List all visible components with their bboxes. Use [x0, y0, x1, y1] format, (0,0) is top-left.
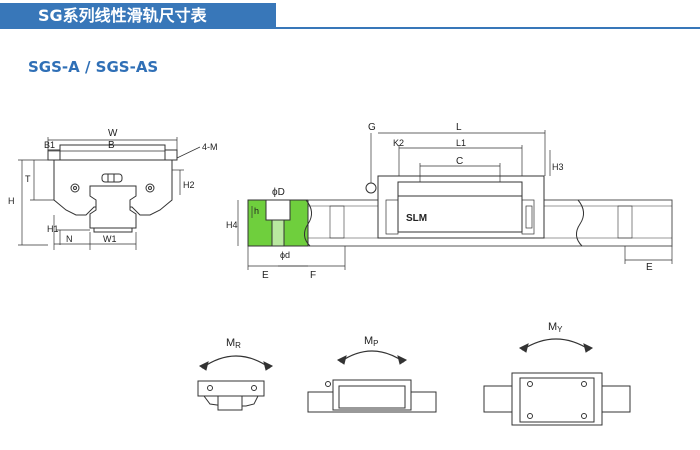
dim-W: W [108, 128, 118, 139]
dim-E: E [262, 270, 269, 281]
dim-L: L [456, 122, 462, 133]
label-MR: MR [226, 337, 241, 350]
dim-C: C [456, 156, 463, 167]
dim-G: G [368, 122, 376, 133]
dim-H: H [8, 196, 15, 206]
dim-F: F [310, 270, 316, 281]
side-view [237, 130, 673, 270]
moment-my [483, 338, 631, 426]
dim-phid: ϕd [280, 250, 290, 260]
dim-B: B [108, 140, 115, 151]
dim-H4: H4 [226, 220, 238, 230]
brand-label: SLM [406, 213, 427, 224]
dim-W1: W1 [103, 234, 117, 244]
dim-phiD: ϕD [272, 187, 285, 198]
label-MY: MY [548, 321, 563, 334]
dim-N: N [66, 234, 73, 244]
dim-H3: H3 [552, 162, 564, 172]
dim-T: T [25, 174, 31, 184]
model-subtitle: SGS-A / SGS-AS [28, 58, 159, 76]
dim-H2: H2 [183, 180, 195, 190]
moment-mp [307, 350, 437, 413]
front-view [18, 137, 201, 250]
dim-H1: H1 [47, 224, 59, 234]
dim-L1: L1 [456, 138, 466, 148]
title-divider [276, 27, 700, 29]
dim-E-right: E [646, 262, 653, 273]
page-title: SG系列线性滑轨尺寸表 [0, 3, 276, 29]
label-MP: MP [364, 335, 379, 348]
moment-mr [197, 355, 273, 411]
dim-K2: K2 [393, 138, 404, 148]
dim-h: h [254, 206, 259, 216]
dim-4M: 4-M [202, 142, 218, 152]
dim-B1: B1 [44, 140, 55, 150]
